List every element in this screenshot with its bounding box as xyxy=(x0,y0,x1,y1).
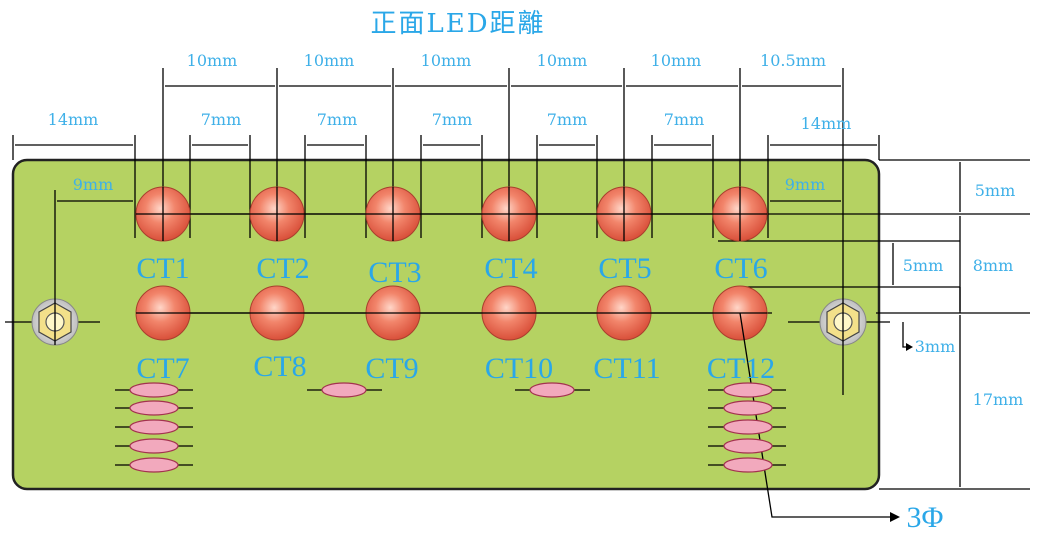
dim-hole-right: 9mm xyxy=(785,175,826,194)
resistor-stack-left xyxy=(115,382,193,473)
dim-row-gap-total: 8mm xyxy=(973,256,1014,275)
led-top-crosshairs xyxy=(136,187,767,241)
dim-edges: 14mm 14mm 9mm 9mm xyxy=(15,110,877,202)
label-ct10: CT10 xyxy=(485,352,553,385)
dim-top-6: 10.5mm xyxy=(760,51,826,70)
label-ct8: CT8 xyxy=(253,350,306,383)
led-bottom-row xyxy=(135,285,768,341)
resistor-single-ct9 xyxy=(307,382,382,398)
mount-hole-right xyxy=(819,68,867,395)
label-ct7: CT7 xyxy=(136,352,189,385)
dim-gap-5: 7mm xyxy=(664,110,705,129)
dim-top-margin: 5mm xyxy=(975,181,1016,200)
dim-top-3: 10mm xyxy=(421,51,472,70)
dim-led-gaps: 7mm 7mm 7mm 7mm 7mm xyxy=(192,110,711,146)
dim-edge-right: 14mm xyxy=(801,114,852,133)
dim-row-gap: 5mm xyxy=(903,256,944,275)
label-ct3: CT3 xyxy=(368,256,421,289)
dim-top-1: 10mm xyxy=(187,51,238,70)
resistor-single-ct10 xyxy=(515,382,590,398)
dim-top-2: 10mm xyxy=(304,51,355,70)
label-ct2: CT2 xyxy=(256,252,309,285)
label-ct1: CT1 xyxy=(136,252,189,285)
dim-top-4: 10mm xyxy=(537,51,588,70)
dim-vertical: 5mm 5mm 8mm 17mm 3mm xyxy=(879,159,1030,490)
label-ct5: CT5 xyxy=(598,252,651,285)
dim-edge-left: 14mm xyxy=(48,110,99,129)
pcb-board xyxy=(11,158,881,491)
dim-top-spacing: 10mm 10mm 10mm 10mm 10mm 10.5mm xyxy=(165,51,841,87)
hole-diameter-label: 3Φ xyxy=(907,501,944,534)
led-edge-lines xyxy=(12,135,880,238)
dim-gap-1: 7mm xyxy=(201,110,242,129)
dim-top-5: 10mm xyxy=(651,51,702,70)
label-ct6: CT6 xyxy=(714,252,767,285)
resistor-stack-right xyxy=(708,382,786,473)
dim-gap-4: 7mm xyxy=(547,110,588,129)
ct-labels-bottom: CT7 CT8 CT9 CT10 CT11 CT12 xyxy=(136,350,775,385)
label-ct4: CT4 xyxy=(484,252,537,285)
dim-bottom: 17mm xyxy=(973,390,1024,409)
diagram-title: 正面LED距離 xyxy=(370,9,545,39)
dim-hole-left: 9mm xyxy=(73,175,114,194)
dim-hole-offset: 3mm xyxy=(915,337,956,356)
label-ct12: CT12 xyxy=(707,352,775,385)
ct-labels-top: CT1 CT2 CT3 CT4 CT5 CT6 xyxy=(136,252,767,289)
label-ct11: CT11 xyxy=(593,352,660,385)
label-ct9: CT9 xyxy=(365,352,418,385)
mount-hole-left xyxy=(31,190,79,346)
dim-gap-2: 7mm xyxy=(317,110,358,129)
dim-gap-3: 7mm xyxy=(432,110,473,129)
